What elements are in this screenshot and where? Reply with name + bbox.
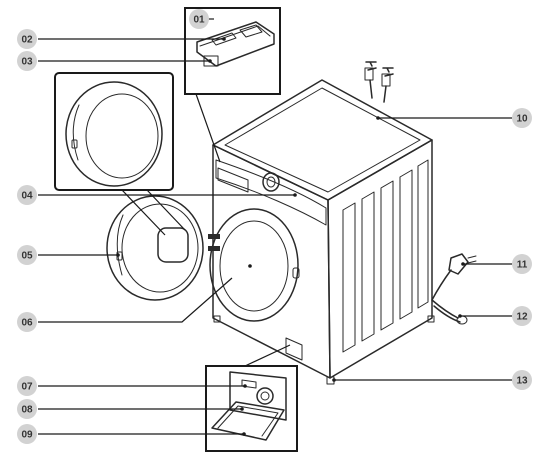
callout-11: 11 bbox=[512, 254, 532, 274]
callout-13: 13 bbox=[512, 370, 532, 390]
program-dial bbox=[262, 172, 280, 192]
control-panel bbox=[215, 159, 327, 226]
side-ribs bbox=[342, 159, 429, 353]
foot-front-left bbox=[213, 315, 221, 323]
washing-machine bbox=[208, 79, 435, 385]
callout-03: 03 bbox=[17, 51, 37, 71]
door-detail-box bbox=[54, 72, 186, 236]
callout-02-label: 02 bbox=[21, 35, 33, 46]
callout-12: 12 bbox=[512, 306, 532, 326]
filter-detail-box bbox=[205, 344, 298, 452]
callout-12-label: 12 bbox=[516, 312, 528, 323]
leader-lines bbox=[38, 18, 512, 436]
top-panel-inner bbox=[224, 87, 421, 193]
callout-13-label: 13 bbox=[516, 376, 528, 387]
callout-02: 02 bbox=[17, 29, 37, 49]
callout-07: 07 bbox=[17, 376, 37, 396]
callout-04-label: 04 bbox=[21, 191, 33, 202]
callout-09: 09 bbox=[17, 424, 37, 444]
open-door bbox=[106, 195, 204, 301]
callout-08-label: 08 bbox=[21, 405, 33, 416]
callout-10: 10 bbox=[512, 108, 532, 128]
door-ring bbox=[209, 208, 299, 322]
callout-05-label: 05 bbox=[21, 251, 33, 262]
callout-04: 04 bbox=[17, 185, 37, 205]
hinge bbox=[208, 234, 220, 239]
callout-06-label: 06 bbox=[21, 318, 33, 329]
side-face bbox=[327, 139, 433, 379]
callout-05: 05 bbox=[17, 245, 37, 265]
front-face bbox=[212, 144, 331, 379]
callout-11-label: 11 bbox=[517, 260, 528, 271]
door-latch bbox=[292, 267, 300, 279]
drain-hose bbox=[431, 299, 468, 325]
machine-detergent-drawer bbox=[217, 167, 249, 193]
callout-10-label: 10 bbox=[516, 114, 528, 125]
drawer-detail-box bbox=[184, 7, 281, 163]
callout-01: 01 bbox=[189, 9, 209, 29]
callout-03-label: 03 bbox=[21, 57, 33, 68]
power-plug bbox=[431, 253, 477, 301]
callout-06: 06 bbox=[17, 312, 37, 332]
callout-07-label: 07 bbox=[21, 382, 33, 393]
drum-opening bbox=[219, 220, 289, 312]
callout-01-label: 01 bbox=[193, 15, 205, 26]
filter-cover bbox=[285, 337, 303, 361]
water-taps bbox=[364, 61, 394, 103]
top-panel bbox=[212, 79, 433, 201]
callout-08: 08 bbox=[17, 399, 37, 419]
callout-09-label: 09 bbox=[21, 430, 33, 441]
